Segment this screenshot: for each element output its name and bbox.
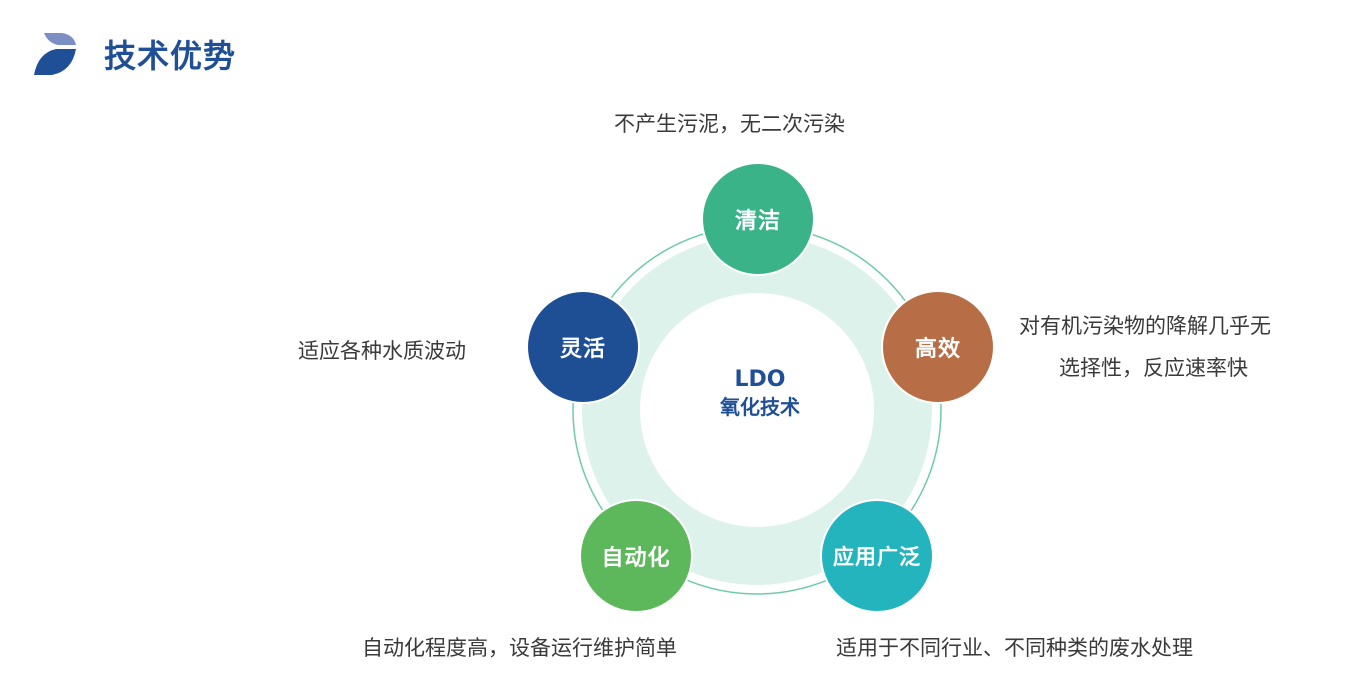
desc-efficient-line2: 选择性，反应速率快: [1059, 356, 1248, 380]
node-flexible: 灵活: [526, 290, 640, 404]
node-automation: 自动化: [579, 499, 693, 613]
node-clean-label: 清洁: [734, 209, 781, 234]
desc-flexible: 适应各种水质波动: [298, 339, 466, 363]
node-automation-label: 自动化: [601, 546, 671, 571]
desc-clean: 不产生污泥，无二次污染: [614, 112, 845, 136]
node-wide-application-label: 应用广泛: [833, 545, 921, 569]
leaf-logo-icon: [34, 33, 76, 75]
desc-wide-application: 适用于不同行业、不同种类的废水处理: [836, 636, 1193, 660]
center-label: LDO 氧化技术: [660, 366, 860, 420]
page-title: 技术优势: [104, 37, 237, 75]
center-label-line2: 氧化技术: [720, 395, 800, 419]
node-efficient-label: 高效: [914, 337, 961, 362]
center-label-line1: LDO: [734, 367, 786, 392]
header: 技术优势: [32, 28, 236, 80]
desc-efficient-line1: 对有机污染物的降解几乎无: [1019, 314, 1271, 338]
node-efficient: 高效: [881, 290, 995, 404]
node-clean: 清洁: [701, 162, 815, 276]
inner-circle: [640, 293, 874, 527]
node-wide-application: 应用广泛: [820, 499, 934, 613]
desc-automation: 自动化程度高，设备运行维护简单: [362, 636, 677, 660]
node-flexible-label: 灵活: [559, 337, 606, 362]
